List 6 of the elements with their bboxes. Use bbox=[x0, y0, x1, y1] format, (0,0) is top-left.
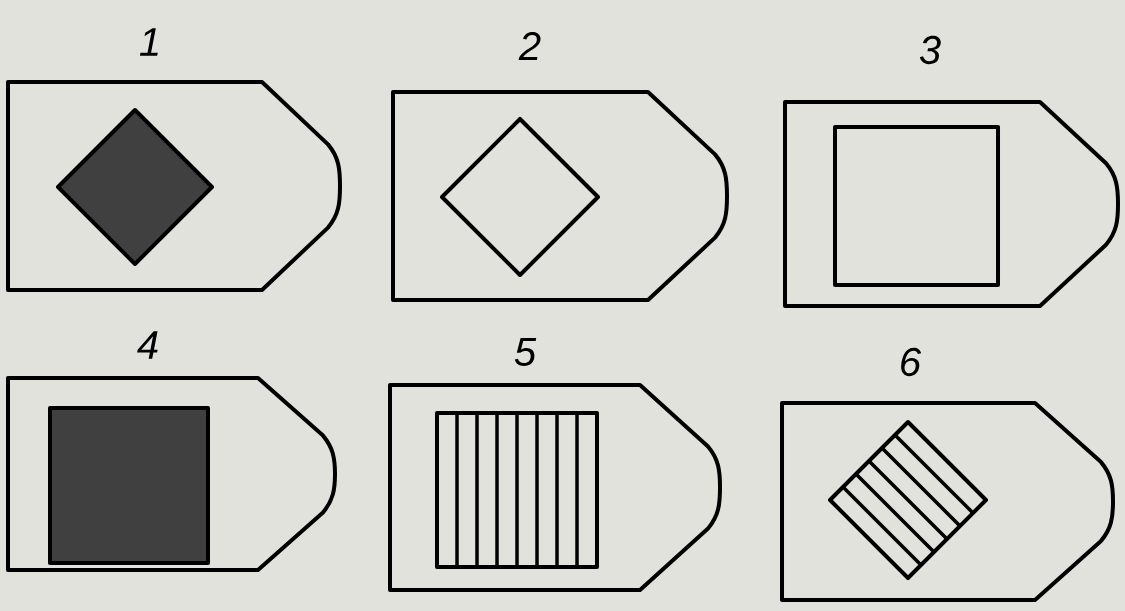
number-label: 4 bbox=[137, 331, 158, 359]
number-label: 6 bbox=[901, 347, 922, 377]
number-label: 2 bbox=[518, 32, 541, 60]
number-label: 1 bbox=[139, 28, 158, 56]
number-label: 3 bbox=[919, 35, 941, 65]
number-label: 5 bbox=[514, 338, 537, 366]
